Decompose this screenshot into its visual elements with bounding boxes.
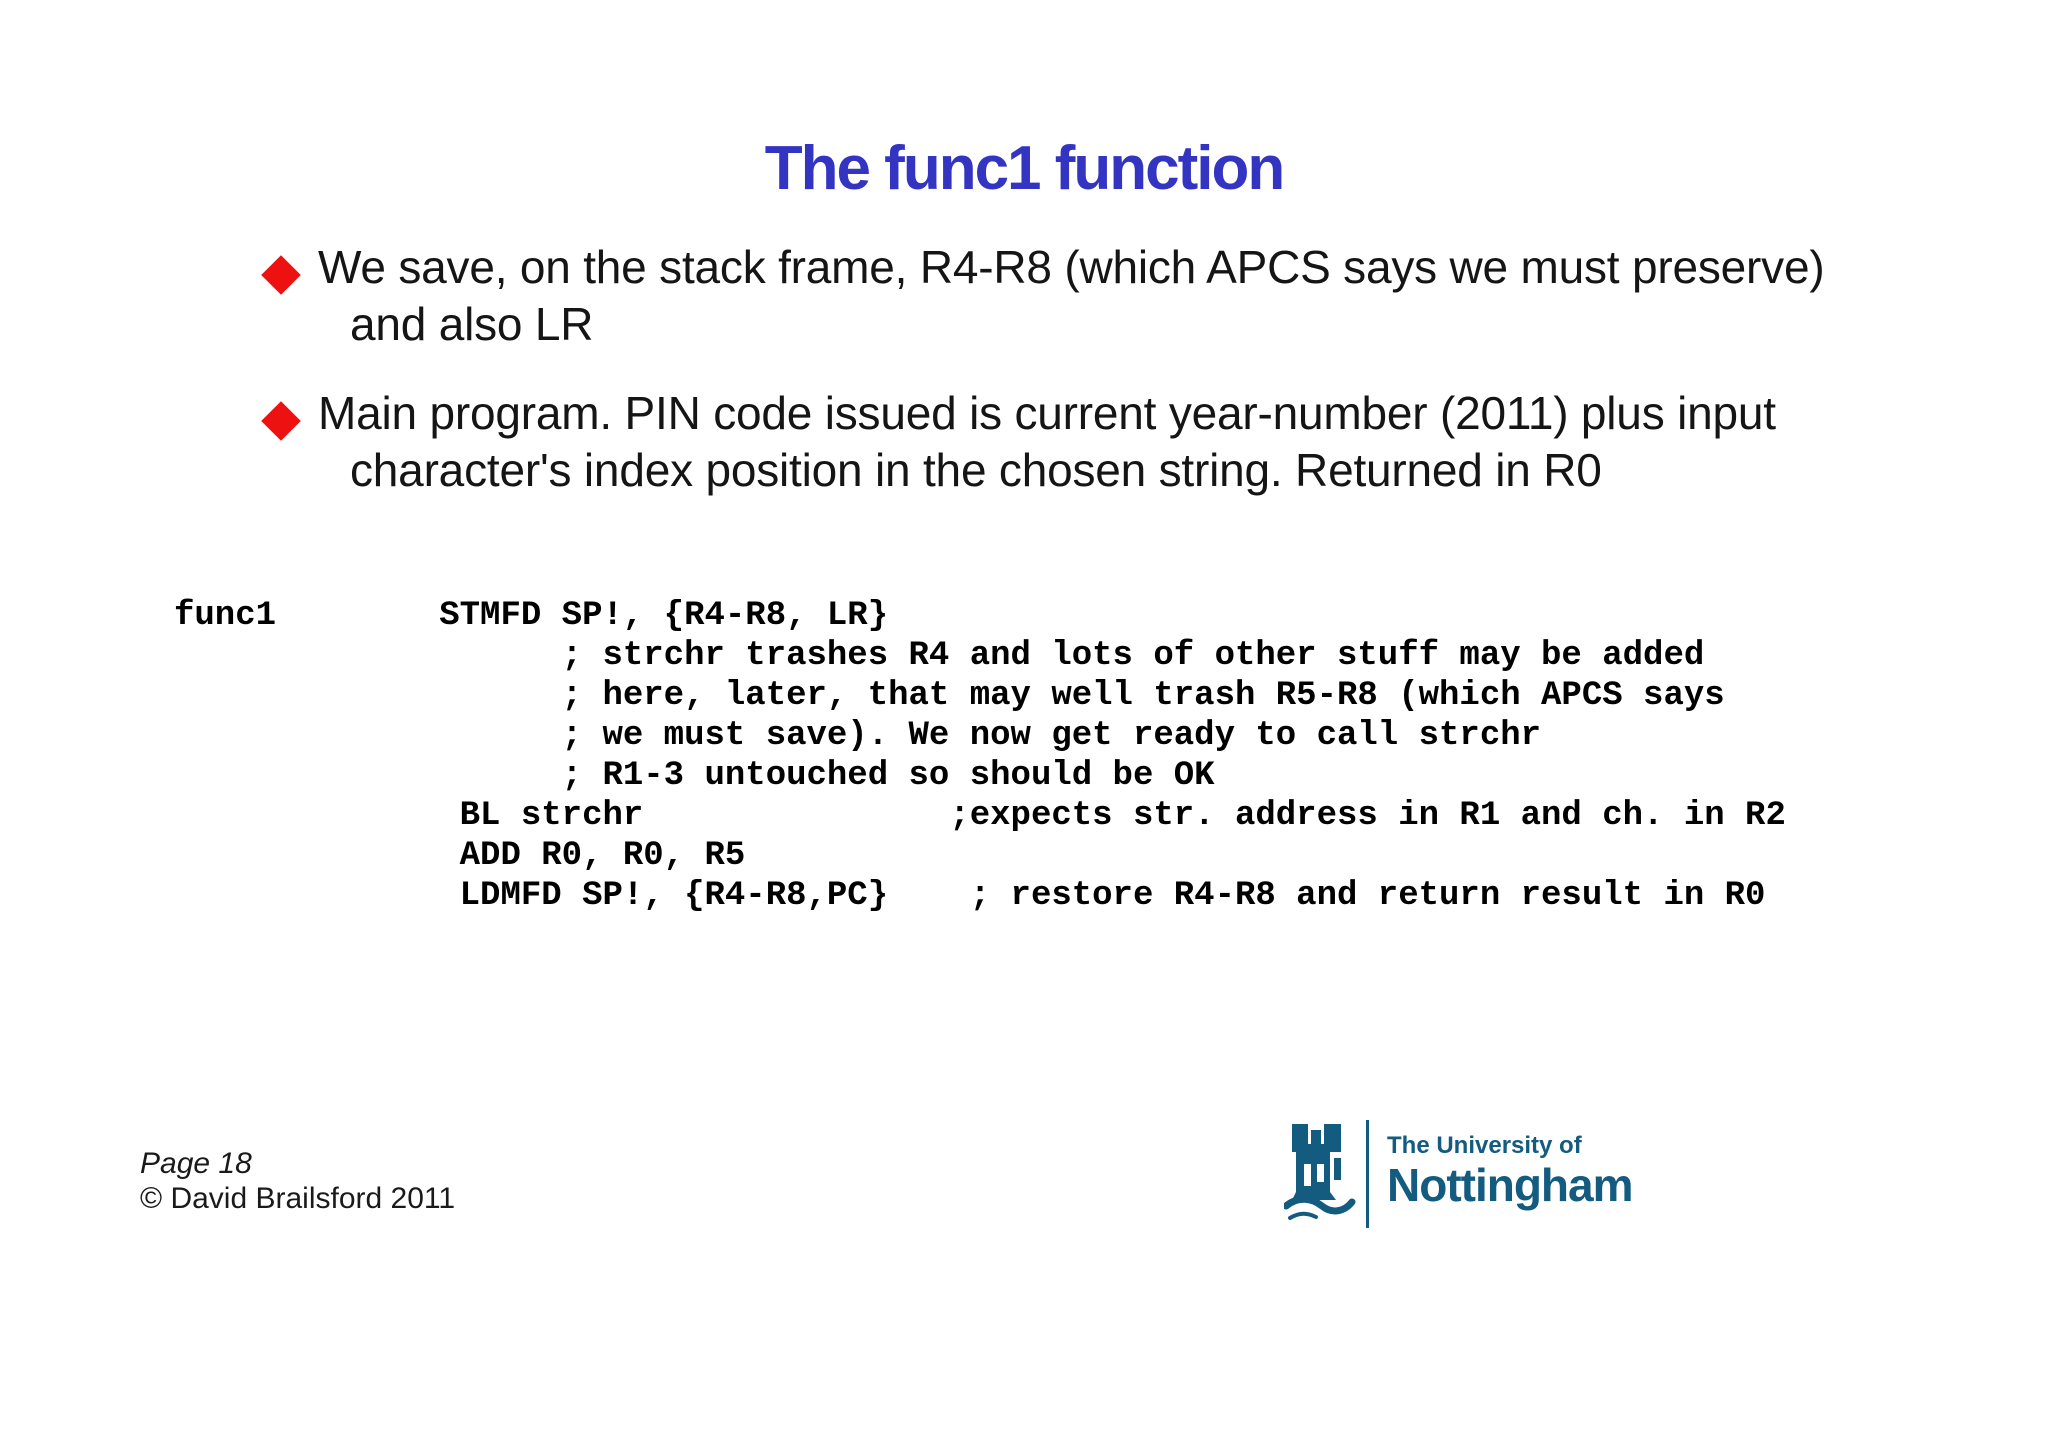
assembly-code-block: func1 STMFD SP!, {R4-R8, LR} ; strchr tr… [174,597,1786,915]
logo-text-line2: Nottingham [1387,1159,1634,1211]
logo-text: The University of Nottingham [1387,1132,1634,1211]
university-logo: The University of Nottingham [1284,1120,1634,1228]
bullet-line: and also LR [350,298,594,350]
bullet-line: character's index position in the chosen… [350,444,1602,496]
bullet-item: We save, on the stack frame, R4-R8 (whic… [261,239,1953,353]
slide-footer: Page 18 © David Brailsford 2011 [140,1146,455,1216]
logo-text-line1: The University of [1387,1132,1582,1159]
slide-title: The func1 function [764,134,1286,203]
logo-divider [1366,1120,1369,1228]
nottingham-castle-icon [1284,1124,1356,1220]
page-number: Page 18 [140,1147,252,1180]
bullet-item: Main program. PIN code issued is current… [261,385,1953,499]
bullet-text: Main program. PIN code issued is current… [263,385,1953,499]
bullet-list: We save, on the stack frame, R4-R8 (whic… [261,239,1953,499]
copyright-line: © David Brailsford 2011 [140,1182,456,1215]
bullet-line: We save, on the stack frame, R4-R8 (whic… [318,241,1825,293]
bullet-text: We save, on the stack frame, R4-R8 (whic… [263,239,1953,353]
bullet-line: Main program. PIN code issued is current… [318,387,1776,439]
